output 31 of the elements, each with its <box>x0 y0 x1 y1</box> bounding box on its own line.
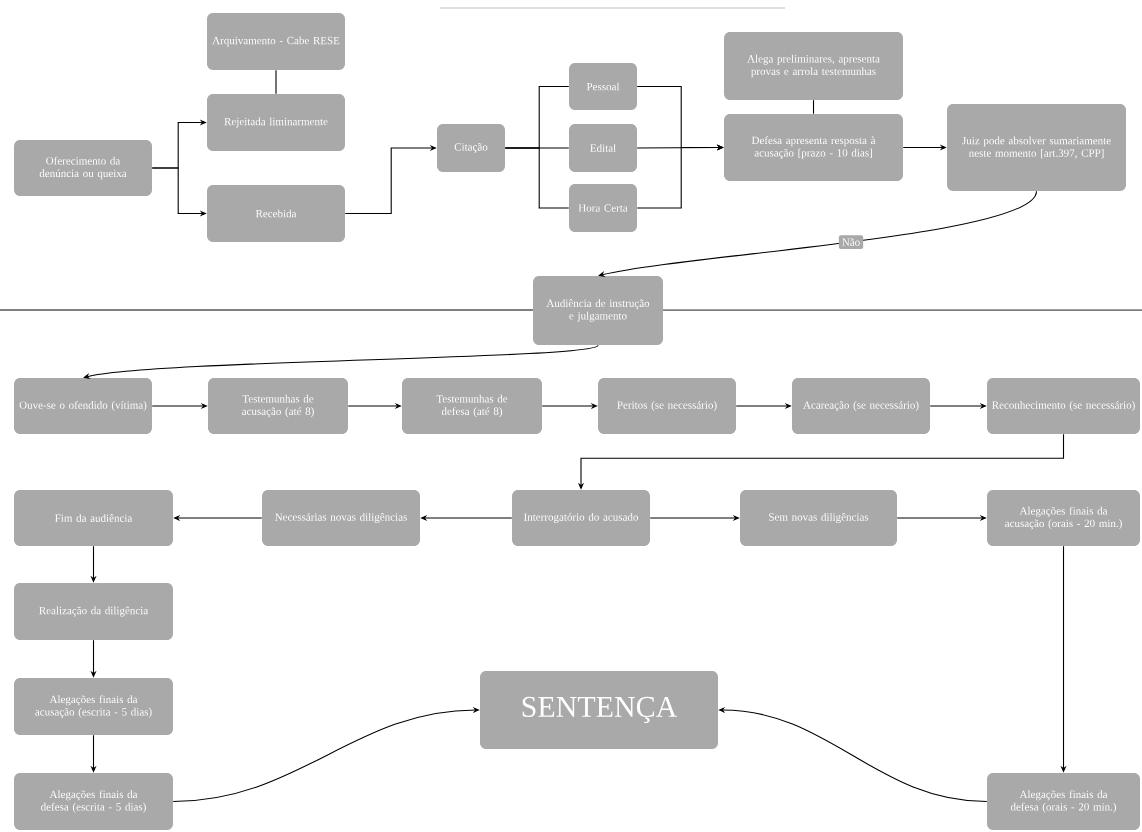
process-box: Edital <box>569 124 637 172</box>
process-box: Arquivamento - Cabe RESE <box>207 13 345 70</box>
sentence-box: SENTENÇA <box>480 671 718 749</box>
process-box: Reconhecimento (se necessário) <box>987 378 1140 434</box>
process-box: Defesa apresenta resposta à acusação [prazo - 10 dias] <box>724 114 903 181</box>
process-box: Alegações finais da defesa (orais - 20 min.) <box>987 773 1140 830</box>
process-box: Alegações finais da acusação (escrita - 5 dias) <box>14 678 173 735</box>
process-box: Ouve-se o ofendido (vítima) <box>14 378 152 434</box>
edge-label: Não <box>838 235 864 249</box>
process-box: Juiz pode absolver sumariamente neste momento [art.397, CPP] <box>947 104 1126 191</box>
process-box: Realização da diligência <box>14 583 173 640</box>
process-box: Testemunhas de defesa (até 8) <box>402 378 542 434</box>
process-box: Testemunhas de acusação (até 8) <box>208 378 348 434</box>
process-box: Rejeitada liminarmente <box>207 94 345 151</box>
process-box: Citação <box>437 124 505 172</box>
process-box: Necessárias novas diligências <box>262 490 420 546</box>
process-box: Oferecimento da denúncia ou queixa <box>14 140 152 196</box>
process-box: Interrogatório do acusado <box>512 490 650 546</box>
process-box: Alegações finais da acusação (orais - 20 min.) <box>987 490 1140 546</box>
process-box: Recebida <box>207 185 345 242</box>
arrow <box>83 344 599 379</box>
process-box: Alega preliminares, apresenta provas e arrola testemunhas <box>724 32 903 100</box>
process-box: Hora Certa <box>569 184 637 232</box>
process-box: Peritos (se necessário) <box>598 378 736 434</box>
process-box: Fim da audiência <box>14 490 173 546</box>
process-box: Acareação (se necessário) <box>792 378 930 434</box>
arrow <box>598 190 1038 278</box>
process-box: Pessoal <box>569 63 637 110</box>
process-box: Alegações finais da defesa (escrita - 5 dias) <box>14 773 173 830</box>
process-box: Sem novas diligências <box>740 490 897 546</box>
process-box: Audiência de instrução e julgamento <box>533 276 663 345</box>
